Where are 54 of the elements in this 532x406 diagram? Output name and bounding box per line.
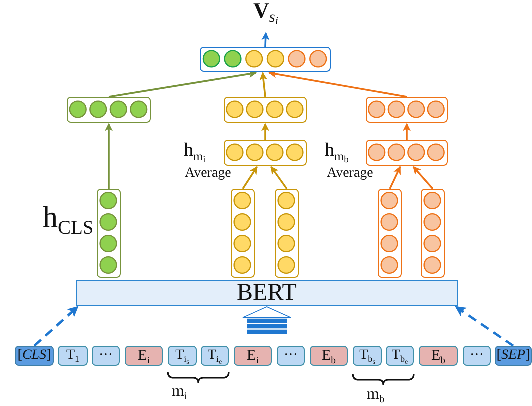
vector-column: [231, 189, 255, 278]
token-label: [SEP]: [496, 349, 530, 363]
arrow: [402, 123, 412, 140]
arrow: [34, 306, 79, 347]
vector-box: [224, 140, 307, 166]
vector-column: [378, 189, 402, 278]
token-box: [201, 346, 229, 366]
token-label: [CLS]: [18, 349, 52, 363]
arrow: [104, 123, 114, 189]
token-label: E$_{i}$: [138, 348, 150, 364]
arrow: [268, 70, 408, 98]
entity-token-box: [234, 346, 272, 366]
token-box: [353, 346, 382, 366]
operation-label: Average: [185, 167, 232, 181]
arrow: [242, 166, 258, 190]
token-box: [92, 346, 120, 366]
arrow: [455, 306, 514, 347]
vector-box: [224, 97, 307, 123]
arrow: [261, 123, 270, 140]
vector-column: [421, 189, 445, 278]
arrow: [108, 70, 258, 98]
vector-box: [366, 140, 448, 166]
vector-column: [97, 189, 121, 278]
token-box: [168, 346, 197, 366]
vector-box: [67, 97, 151, 123]
token-label: E$_{b}$: [322, 348, 336, 364]
entity-token-box: [310, 346, 348, 366]
vector-box: [200, 47, 331, 72]
token-label: ···: [284, 349, 298, 363]
encoder-label: BERT: [237, 281, 297, 305]
encoder-block: [76, 280, 458, 306]
vector-column: [275, 189, 299, 278]
token-label: ···: [99, 349, 113, 363]
block-arrow: [242, 304, 292, 334]
token-label: T$_{1}$: [66, 349, 80, 363]
arrow: [389, 166, 402, 190]
mention-label: m$_{b}$: [367, 387, 385, 403]
vector-box: [366, 97, 448, 123]
token-box: [58, 346, 88, 366]
arrow: [270, 166, 288, 190]
mention-label: m$_{i}$: [172, 384, 188, 400]
arrow: [260, 72, 268, 98]
token-label: E$_{b}$: [431, 348, 446, 364]
hidden-state-label: h$_{CLS}$: [43, 203, 94, 233]
token-label: E$_{i}$: [247, 348, 259, 364]
token-label: ···: [470, 349, 484, 363]
arrow: [262, 32, 270, 48]
operation-label: Average: [327, 167, 374, 181]
token-box: [277, 346, 305, 366]
token-box: [386, 346, 414, 366]
token-box: [463, 346, 491, 366]
arrow: [412, 166, 434, 190]
entity-token-box: [419, 346, 458, 366]
entity-token-box: [125, 346, 163, 366]
